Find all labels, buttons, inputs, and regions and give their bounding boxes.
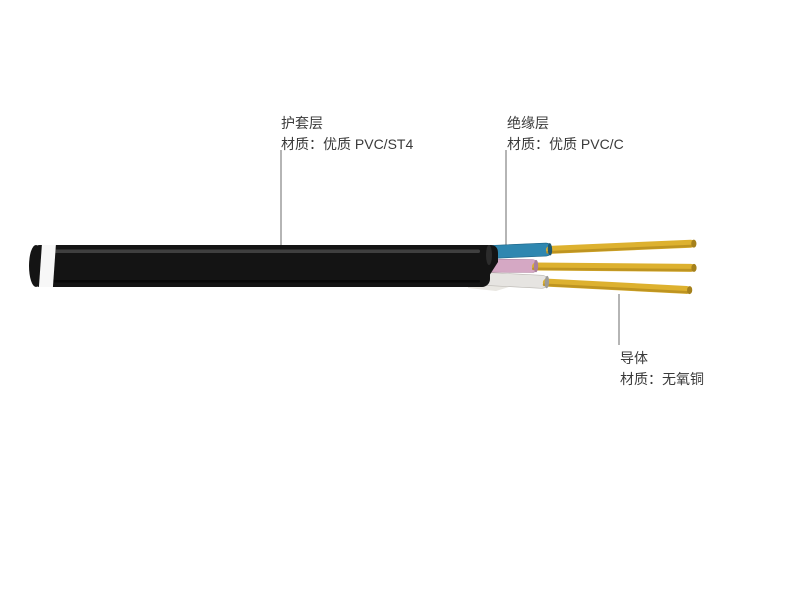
wire-middle-group <box>473 258 697 273</box>
wire-top-group <box>477 239 697 260</box>
sheath-bottom-shade <box>44 280 480 283</box>
callout-sheath: 护套层 材质：优质 PVC/ST4 <box>281 113 413 155</box>
wire-white-cut-face <box>544 275 550 289</box>
callout-insulation: 绝缘层 材质：优质 PVC/C <box>507 113 624 155</box>
conductor-bottom-tip <box>687 286 693 295</box>
wire-blue-cut-face <box>547 243 553 256</box>
callout-insulation-material: 材质：优质 PVC/C <box>507 136 624 152</box>
conductor-top-tip <box>691 239 697 248</box>
callout-conductor: 导体 材质：无氧铜 <box>620 348 704 390</box>
conductor-bottom-shade <box>542 283 691 294</box>
sheath-white-stripe <box>38 245 56 287</box>
sheath-cut-shading <box>486 245 492 265</box>
wire-bottom-group <box>477 272 693 295</box>
callout-sheath-material: 材质：优质 PVC/ST4 <box>281 136 414 152</box>
wire-pink-cut-face <box>533 259 539 273</box>
cable-sheath-group <box>29 245 498 287</box>
conductor-middle-shade <box>531 267 695 272</box>
sheath-cut-edge <box>482 245 498 287</box>
sheath-highlight <box>44 249 480 253</box>
cable-sheath-body <box>32 245 490 287</box>
conductor-middle-tip <box>691 263 697 272</box>
cable-end-cap <box>29 245 43 287</box>
callout-conductor-title: 导体 <box>620 350 648 366</box>
callout-sheath-title: 护套层 <box>281 115 323 131</box>
conductor-top-shade <box>546 244 695 254</box>
callout-insulation-title: 绝缘层 <box>507 115 549 131</box>
callout-conductor-material: 材质：无氧铜 <box>620 371 704 387</box>
